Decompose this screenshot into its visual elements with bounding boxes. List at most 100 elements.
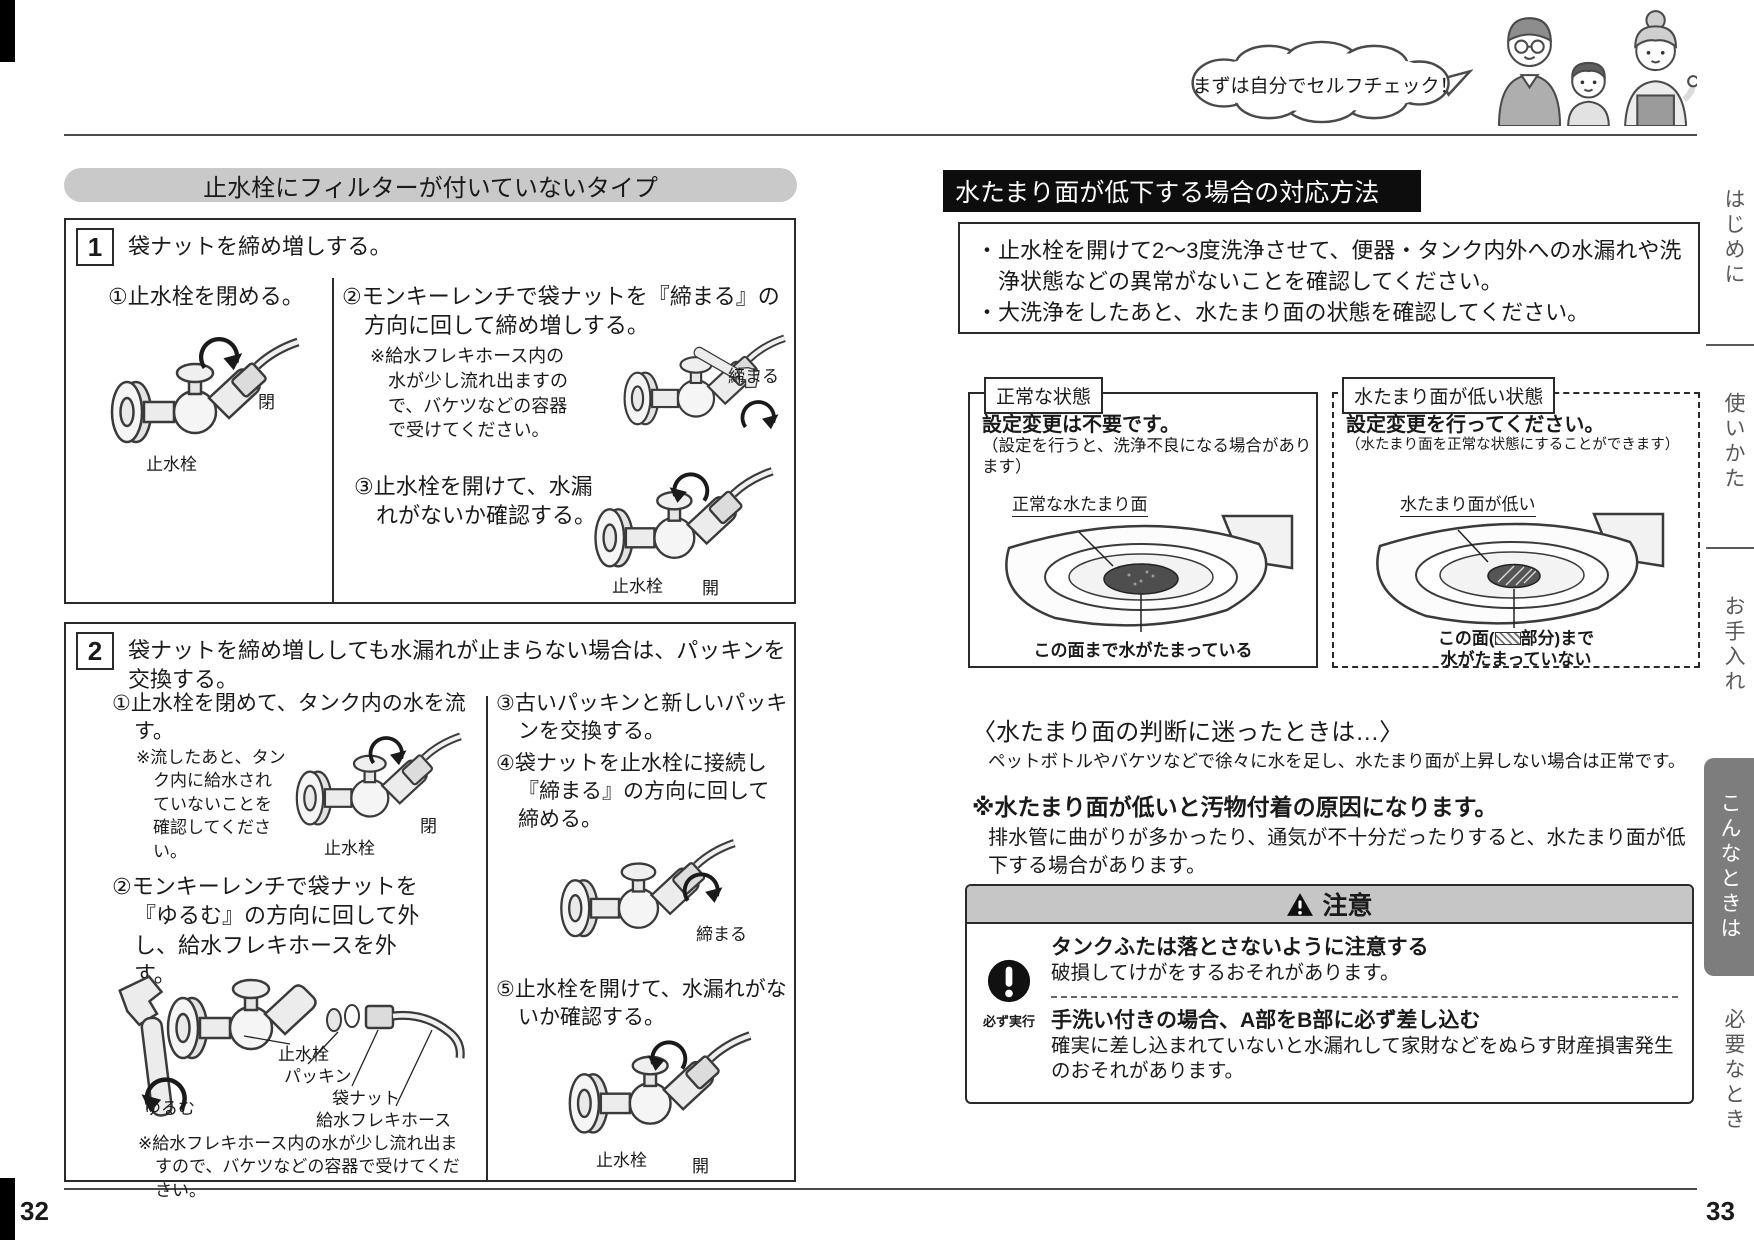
illustration-remove-hose: ゆるむ 止水栓 パッキン 袋ナット 給水フレキホース [94, 944, 476, 1130]
top-rule [64, 134, 1697, 136]
step1-number: 1 [76, 228, 114, 266]
step2-item1: ①止水栓を閉めて、タンク内の水を流す。 [112, 692, 466, 744]
label-close: 閉 [420, 817, 437, 836]
valve-hose-packing-drawing [116, 973, 465, 1121]
label-hose: 給水フレキホース [316, 1111, 452, 1130]
rotate-tighten-arrow-icon [740, 400, 780, 432]
print-mark-bottom-left [0, 1178, 15, 1240]
caution-item1-body: 破損してけがをするおそれがあります。 [1051, 962, 1400, 985]
bubble-text: まずは自分でセルフチェック！ [1192, 76, 1459, 97]
low-surface-label: 水たまり面が低い [1400, 490, 1536, 517]
print-mark-top-left [0, 0, 15, 62]
step2-box: 2 袋ナットを締め増ししても水漏れが止まらない場合は、パッキンを交換する。 ①止… [64, 622, 796, 1200]
step1-item2: ②モンキーレンチで袋ナットを『締まる』の方向に回して締め増しする。 [342, 284, 780, 339]
caution-title: 注意 [1322, 892, 1373, 920]
low-caption-mid: 部分)まで [1520, 629, 1595, 648]
illustration-valve-open: 止水栓 開 [578, 468, 796, 604]
normal-state-tab: 正常な状態 [984, 377, 1104, 414]
label-loosen: ゆるむ [144, 1099, 195, 1118]
label-open: 開 [692, 1157, 709, 1176]
label-stop-valve: 止水栓 [324, 839, 375, 858]
label-stop-valve: 止水栓 [278, 1045, 329, 1064]
intro-line-1: ・止水栓を開けて2～3度洗浄させて、便器・タンク内外への水漏れや洗浄状態などの異… [976, 238, 1682, 295]
step2-item5: ⑤止水栓を開けて、水漏れがないか確認する。 [496, 978, 787, 1030]
low-caption-pre: この面( [1437, 629, 1495, 648]
label-open: 開 [702, 579, 719, 598]
page-number-left: 32 [20, 1196, 49, 1226]
step1-item2-note: ※給水フレキホース内の水が少し流れ出ますので、バケツなどの容器で受けてください。 [370, 346, 568, 441]
step1-item3: ③止水栓を開けて、水漏れがないか確認する。 [354, 474, 597, 529]
section-header: 止水栓にフィルターが付いていないタイプ [64, 168, 797, 202]
label-stop-valve: 止水栓 [146, 455, 197, 474]
normal-state-line1: 設定変更は不要です。 [982, 414, 1180, 436]
illustration-valve-close-tank: 止水栓 閉 [284, 724, 480, 866]
caution-item1-title: タンクふたは落とさないように注意する [1051, 936, 1429, 959]
must-do-label: 必ず実行 [982, 1014, 1035, 1029]
step2-column-divider [486, 696, 488, 1182]
label-nut: 袋ナット [332, 1089, 400, 1108]
label-tighten: 締まる [696, 925, 747, 944]
label-packing: パッキン [284, 1067, 352, 1086]
step1-box: 1 袋ナットを締め増しする。 ①止水栓を閉める。 閉 止水栓 ②モンキーレンチで… [64, 218, 796, 604]
rotate-tighten-arrow-icon [682, 872, 724, 905]
label-stop-valve: 止水栓 [596, 1151, 647, 1170]
sidebar-tab-hajimeni: はじめに [1722, 188, 1745, 288]
bottom-rule [64, 1188, 1697, 1190]
intro-box: ・止水栓を開けて2～3度洗浄させて、便器・タンク内外への水漏れや洗浄状態などの異… [958, 222, 1700, 334]
step2-item2: ②モンキーレンチで袋ナットを『ゆるむ』の方向に回して外し、給水フレキホースを外す… [112, 874, 420, 988]
warn-text: 排水管に曲がりが多かったり、通気が不十分だったりすると、水たまり面が低下する場合… [988, 827, 1686, 877]
normal-state-caption: この面まで水がたまっている [1033, 641, 1253, 660]
label-stop-valve: 止水栓 [612, 577, 663, 596]
illustration-attach-nut: 締まる [546, 836, 766, 982]
sidebar-tab-tsukaikata: 使いかた [1722, 392, 1745, 492]
must-do-icon [987, 959, 1031, 1003]
rotate-close-arrow-icon [368, 736, 408, 768]
intro-line-2: ・大洗浄をしたあと、水たまり面の状態を確認してください。 [976, 300, 1590, 326]
rotate-close-arrow-icon [196, 330, 244, 378]
normal-surface-label: 正常な水たまり面 [1012, 490, 1148, 517]
sidebar-divider [1706, 547, 1754, 549]
caution-item2-title: 手洗い付きの場合、A部をB部に必ず差し込む [1051, 1008, 1481, 1032]
right-section-title: 水たまり面が低下する場合の対応方法 [943, 170, 1421, 212]
step2-item4: ④袋ナットを止水栓に接続し『締まる』の方向に回して締める。 [496, 752, 770, 832]
rotate-open-arrow-icon [668, 472, 710, 505]
cloud-bubble-icon [1191, 40, 1473, 124]
caution-header: 注意 [967, 886, 1692, 924]
family-illustration [1497, 10, 1697, 126]
low-state-caption: この面( 部分)まで 水がたまっていない [1334, 628, 1698, 671]
step1-item1: ①止水栓を閉める。 [108, 284, 304, 309]
step2-number: 2 [76, 632, 114, 670]
step1-title: 袋ナットを締め増しする。 [128, 234, 392, 259]
step2-title: 袋ナットを締め増ししても水漏れが止まらない場合は、パッキンを交換する。 [128, 638, 786, 693]
sidebar-divider [1706, 344, 1754, 346]
must-do-badge: 必ず実行 [981, 958, 1037, 1030]
step1-column-divider [332, 278, 334, 604]
warning-triangle-icon [1287, 892, 1314, 916]
judge-text: ペットボトルやバケツなどで徐々に水を足し、水たまり面が上昇しない場合は正常です。 [988, 751, 1686, 771]
page-number-right: 33 [1706, 1196, 1735, 1226]
step2-item2-note: ※給水フレキホース内の水が少し流れ出ますので、バケツなどの容器で受けてください。 [138, 1134, 460, 1200]
normal-state-line2: （設定を行うと、洗浄不良になる場合があります） [982, 437, 1312, 477]
caution-item2-body: 確実に差し込まれていないと水漏れして家財などをぬらす財産損害発生のおそれがありま… [1051, 1034, 1674, 1083]
toilet-bowl-normal-drawing [1005, 514, 1294, 632]
sidebar-tab-konnatokiwa-active: こんなときは [1704, 758, 1754, 976]
rotate-open-arrow-icon [646, 1040, 688, 1073]
label-tighten: 締まる [728, 367, 779, 386]
low-state-box: 水たまり面が低い状態 設定変更を行ってください。 （水たまり面を正常な状態にする… [1332, 377, 1700, 671]
sidebar-tab-hitsuyounatoki: 必要なとき [1722, 1008, 1745, 1133]
label-close: 閉 [258, 393, 275, 412]
warn-heading: ※水たまり面が低いと汚物付着の原因になります。 [972, 794, 1498, 820]
speech-bubble: まずは自分でセルフチェック！ [1178, 40, 1473, 124]
low-caption-line2: 水がたまっていない [1440, 650, 1592, 670]
step2-item1-note: ※流したあと、タンク内に給水されていないことを確認してください。 [136, 748, 286, 861]
low-state-line2: （水たまり面を正常な状態にすることができます） [1346, 437, 1680, 453]
low-state-line1: 設定変更を行ってください。 [1346, 414, 1605, 436]
step2-item3: ③古いパッキンと新しいパッキンを交換する。 [496, 692, 788, 744]
low-state-tab: 水たまり面が低い状態 [1342, 377, 1556, 414]
normal-state-box: 正常な状態 設定変更は不要です。 （設定を行うと、洗浄不良になる場合があります）… [968, 377, 1318, 668]
illustration-valve-close: 閉 止水栓 [100, 326, 312, 494]
toilet-bowl-low-drawing [1376, 512, 1665, 628]
illustration-wrench-tighten: 締まる [616, 318, 796, 468]
hatch-swatch-icon [1494, 632, 1521, 645]
